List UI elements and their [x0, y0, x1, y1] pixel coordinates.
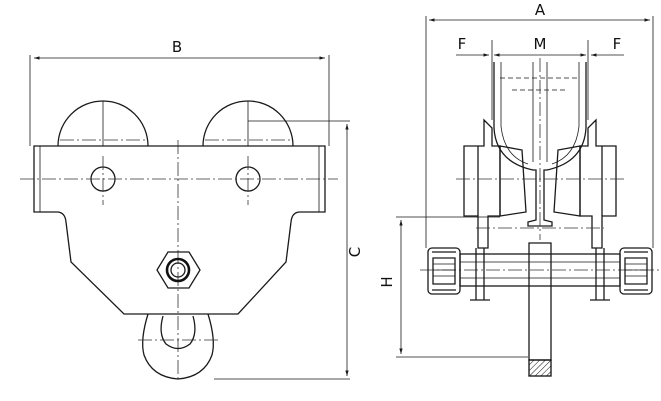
dimension-f-left-label: F	[458, 35, 467, 53]
dimension-c-label: C	[346, 247, 364, 257]
dimension-b-label: B	[172, 38, 182, 56]
front-view-left-wheel	[499, 145, 527, 217]
suspension-plate-section	[528, 359, 552, 377]
dimension-m-label: M	[534, 35, 547, 53]
dimension-f-right-label: F	[613, 35, 622, 53]
left-nut-stack	[427, 247, 461, 295]
side-view: B C	[20, 38, 364, 380]
right-nut-stack	[619, 247, 653, 295]
suspension-plate	[528, 242, 552, 361]
side-plate	[33, 145, 326, 315]
suspension-eye	[142, 313, 214, 380]
dimension-a-label: A	[535, 1, 546, 19]
front-view-left-side-plate	[463, 118, 501, 249]
hex-nut	[156, 251, 201, 289]
front-view-right-wheel	[553, 145, 581, 217]
front-view: A M F F H	[378, 1, 660, 377]
dimension-h-label: H	[378, 276, 396, 287]
front-view-right-side-plate	[579, 118, 617, 249]
